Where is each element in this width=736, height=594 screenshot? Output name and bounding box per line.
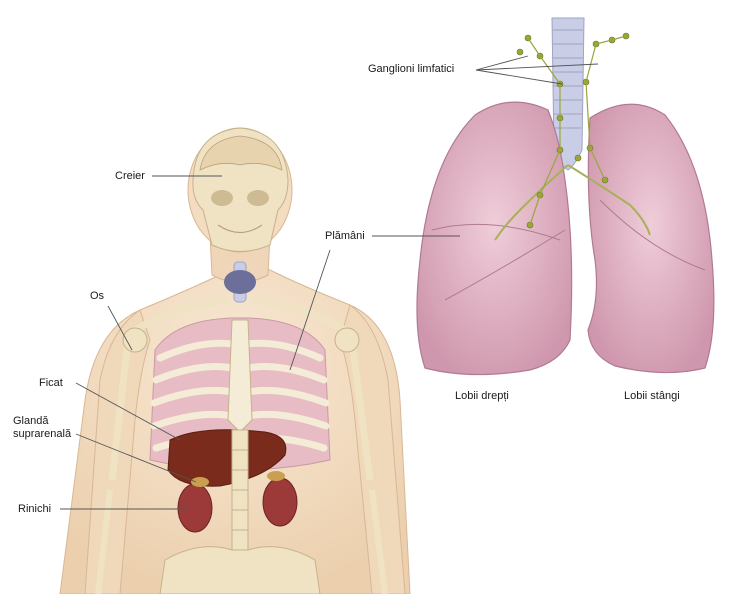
label-brain: Creier: [115, 170, 145, 183]
label-kidneys: Rinichi: [18, 503, 51, 516]
label-liver: Ficat: [39, 377, 63, 390]
lungs-figure: [417, 18, 714, 375]
label-right-lobes: Lobii drepți: [455, 390, 509, 403]
label-lungs: Plămâni: [325, 230, 365, 243]
kidney-right: [263, 478, 297, 526]
label-bone: Os: [90, 290, 104, 303]
sternum: [228, 320, 252, 432]
eye-socket-right: [247, 190, 269, 206]
adrenal-right: [267, 471, 285, 481]
label-left-lobes: Lobii stângi: [624, 390, 680, 403]
label-adrenal-line1: Glandă: [13, 415, 48, 428]
leader-lymph-2: [476, 70, 562, 84]
thyroid-gland: [224, 270, 256, 294]
eye-socket-left: [211, 190, 233, 206]
pelvis: [160, 547, 320, 594]
left-lung: [588, 104, 714, 372]
label-adrenal-line2: suprarenală: [13, 428, 71, 441]
right-lung: [417, 102, 572, 374]
shoulder-joint-right: [335, 328, 359, 352]
kidney-left: [178, 484, 212, 532]
adrenal-left: [191, 477, 209, 487]
label-lymph-nodes: Ganglioni limfatici: [368, 63, 454, 76]
human-body-figure: [60, 128, 410, 594]
